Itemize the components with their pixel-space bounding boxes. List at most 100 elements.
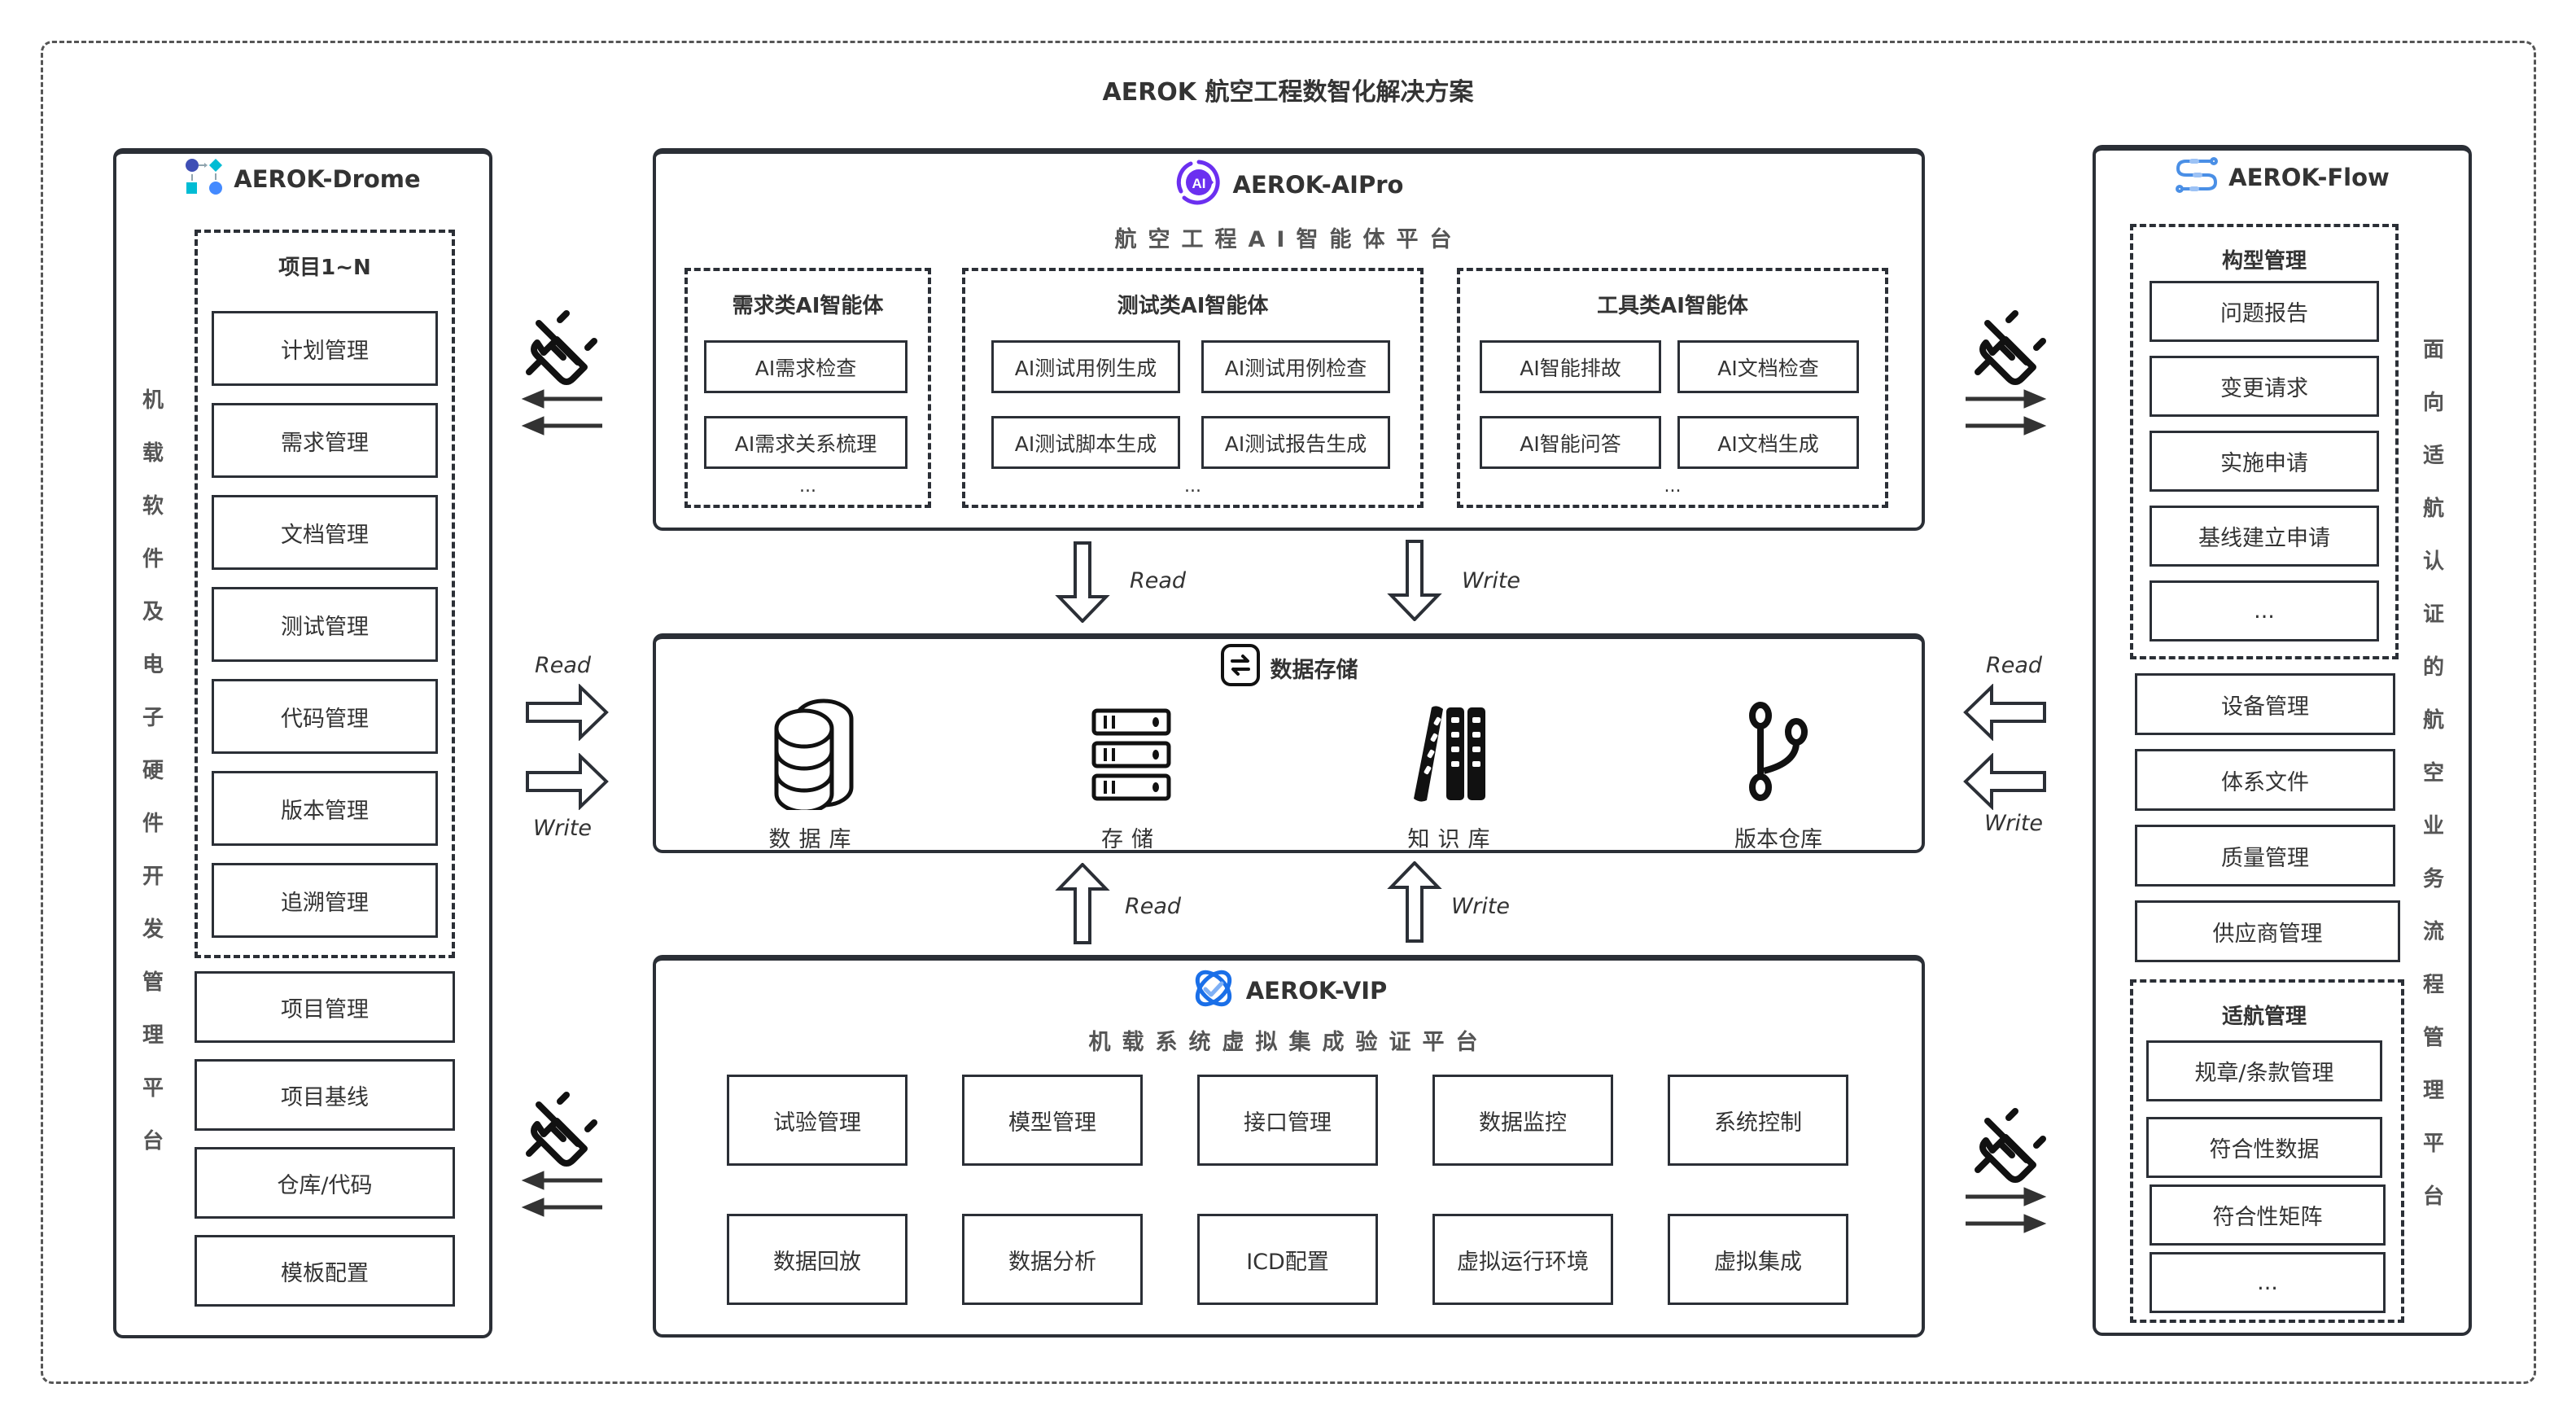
aipro-subtitle: 航空工程AI智能体平台	[1114, 227, 1463, 252]
vip-module-item[interactable]: 虚拟集成	[1668, 1214, 1848, 1305]
vip-module-item[interactable]: 数据监控	[1432, 1075, 1613, 1166]
side-label-char: 件	[142, 547, 164, 571]
aipro-agent-item[interactable]: AI智能问答	[1480, 416, 1661, 469]
flow-config-item[interactable]: 变更请求	[2150, 356, 2379, 417]
side-label-char: 平	[142, 1076, 164, 1101]
arrows-left-top	[521, 387, 602, 447]
drome-project-item[interactable]: 计划管理	[212, 311, 438, 386]
vip-module-item[interactable]: 模型管理	[962, 1075, 1143, 1166]
drome-item[interactable]: 项目管理	[195, 971, 455, 1043]
aipro-agent-item[interactable]: AI需求检查	[704, 340, 908, 393]
aipro-agent-item[interactable]: AI智能排故	[1480, 340, 1661, 393]
aipro-agent-item[interactable]: AI测试用例检查	[1201, 340, 1390, 393]
drome-project-group-title: 项目1~N	[278, 256, 371, 280]
flow-item[interactable]: 质量管理	[2135, 825, 2395, 887]
side-label-char: 认	[2422, 549, 2444, 574]
arrow-vip-read	[1054, 862, 1111, 948]
flow-side-label: 面向适航认证的航空业务流程管理平台	[2417, 324, 2450, 1224]
drome-item[interactable]: 仓库/代码	[195, 1147, 455, 1219]
vip-logo-icon	[1191, 965, 1236, 1017]
sync-icon	[1220, 643, 1261, 693]
flow-config-item[interactable]: ...	[2150, 580, 2379, 641]
flow-airworthiness-group-title: 适航管理	[2221, 1005, 2307, 1029]
aipro-agent-item[interactable]: AI需求关系梳理	[704, 416, 908, 469]
aipro-group-title: 测试类AI智能体	[1117, 294, 1269, 318]
aipro-agent-item[interactable]: AI测试报告生成	[1201, 416, 1390, 469]
plug-connector-left-bottom	[521, 1087, 602, 1171]
books-icon	[1396, 696, 1510, 813]
flow-config-item[interactable]: 实施申请	[2150, 431, 2379, 492]
flow-airworthiness-item[interactable]: ...	[2150, 1252, 2386, 1313]
drome-project-item[interactable]: 测试管理	[212, 587, 438, 662]
drome-project-item[interactable]: 追溯管理	[212, 863, 438, 938]
side-label-char: 程	[2422, 973, 2444, 997]
aipro-agent-item-label: AI需求关系梳理	[734, 431, 877, 456]
flow-config-item[interactable]: 问题报告	[2150, 281, 2379, 342]
vip-module-item[interactable]: 数据分析	[962, 1214, 1143, 1305]
vip-subtitle: 机载系统虚拟集成验证平台	[1088, 1030, 1489, 1055]
vip-module-item-label: 模型管理	[1008, 1110, 1096, 1136]
side-label-char: 开	[142, 865, 164, 889]
flow-item-label: 体系文件	[2221, 769, 2309, 795]
flow-item-label: 设备管理	[2221, 694, 2309, 720]
aipro-agent-item[interactable]: AI测试脚本生成	[991, 416, 1180, 469]
flow-config-item-label: 实施申请	[2220, 451, 2308, 476]
drome-project-item[interactable]: 文档管理	[212, 495, 438, 570]
side-label-char: 理	[2422, 1079, 2444, 1103]
vip-module-item[interactable]: 试验管理	[727, 1075, 908, 1166]
aipro-group	[962, 268, 1424, 508]
flow-item[interactable]: 设备管理	[2135, 673, 2395, 735]
plug-icon	[521, 1092, 602, 1171]
aipro-group	[684, 268, 931, 508]
flow-airworthiness-item[interactable]: 规章/条款管理	[2146, 1040, 2382, 1101]
storage-server: 存储	[1050, 696, 1213, 853]
drome-item[interactable]: 模板配置	[195, 1235, 455, 1307]
plug-connector-right-top	[1970, 305, 2051, 390]
aipro-agent-item-label: AI智能问答	[1520, 431, 1621, 456]
flow-config-group	[2130, 224, 2399, 659]
arrow-aipro-read	[1054, 541, 1111, 626]
side-label-char: 业	[2422, 814, 2444, 838]
flow-item-label: 质量管理	[2221, 845, 2309, 871]
side-label-char: 航	[2422, 708, 2444, 733]
arrow-vip-read-label: Read	[1125, 894, 1182, 919]
flow-airworthiness-item-label: 规章/条款管理	[2194, 1061, 2334, 1086]
aipro-group-more: ...	[1184, 476, 1201, 497]
vip-module-item[interactable]: ICD配置	[1197, 1214, 1378, 1305]
aipro-agent-item[interactable]: AI文档生成	[1677, 416, 1859, 469]
flow-config-group-title: 构型管理	[2221, 249, 2307, 274]
side-label-char: 件	[142, 812, 164, 836]
aipro-agent-item-label: AI文档生成	[1717, 431, 1819, 456]
flow-airworthiness-item[interactable]: 符合性矩阵	[2150, 1184, 2386, 1246]
svg-text:AI: AI	[1192, 176, 1205, 191]
plug-icon	[1970, 310, 2051, 390]
side-label-char: 软	[142, 494, 164, 519]
side-label-char: 子	[142, 706, 164, 730]
aipro-agent-item[interactable]: AI测试用例生成	[991, 340, 1180, 393]
arrow-vip-write	[1386, 860, 1443, 946]
flow-airworthiness-item[interactable]: 符合性数据	[2146, 1117, 2382, 1178]
storage-repo: 版本仓库	[1697, 696, 1860, 853]
drome-project-item[interactable]: 需求管理	[212, 403, 438, 478]
flow-config-item[interactable]: 基线建立申请	[2150, 506, 2379, 567]
vip-module-item[interactable]: 虚拟运行环境	[1432, 1214, 1613, 1305]
vip-module-item[interactable]: 数据回放	[727, 1214, 908, 1305]
storage-database: 数据库	[733, 696, 895, 853]
side-label-char: 流	[2422, 920, 2444, 944]
drome-project-item[interactable]: 代码管理	[212, 679, 438, 754]
drome-header: AEROK-Drome	[113, 155, 492, 204]
aipro-agent-item-label: AI需求检查	[754, 356, 857, 380]
aipro-agent-item[interactable]: AI文档检查	[1677, 340, 1859, 393]
drome-item[interactable]: 项目基线	[195, 1059, 455, 1131]
arrow-aipro-read-label: Read	[1130, 568, 1187, 593]
vip-module-item[interactable]: 系统控制	[1668, 1075, 1848, 1166]
drome-project-item[interactable]: 版本管理	[212, 771, 438, 846]
vip-module-item-label: 数据分析	[1008, 1249, 1096, 1275]
flow-item[interactable]: 体系文件	[2135, 749, 2395, 811]
flow-item[interactable]: 供应商管理	[2135, 900, 2400, 962]
side-label-char: 载	[142, 441, 164, 466]
side-label-char: 向	[2422, 391, 2444, 415]
page-title: AEROK 航空工程数智化解决方案	[1102, 78, 1474, 107]
vip-module-item[interactable]: 接口管理	[1197, 1075, 1378, 1166]
arrow-drome-write-label: Write	[533, 816, 593, 841]
